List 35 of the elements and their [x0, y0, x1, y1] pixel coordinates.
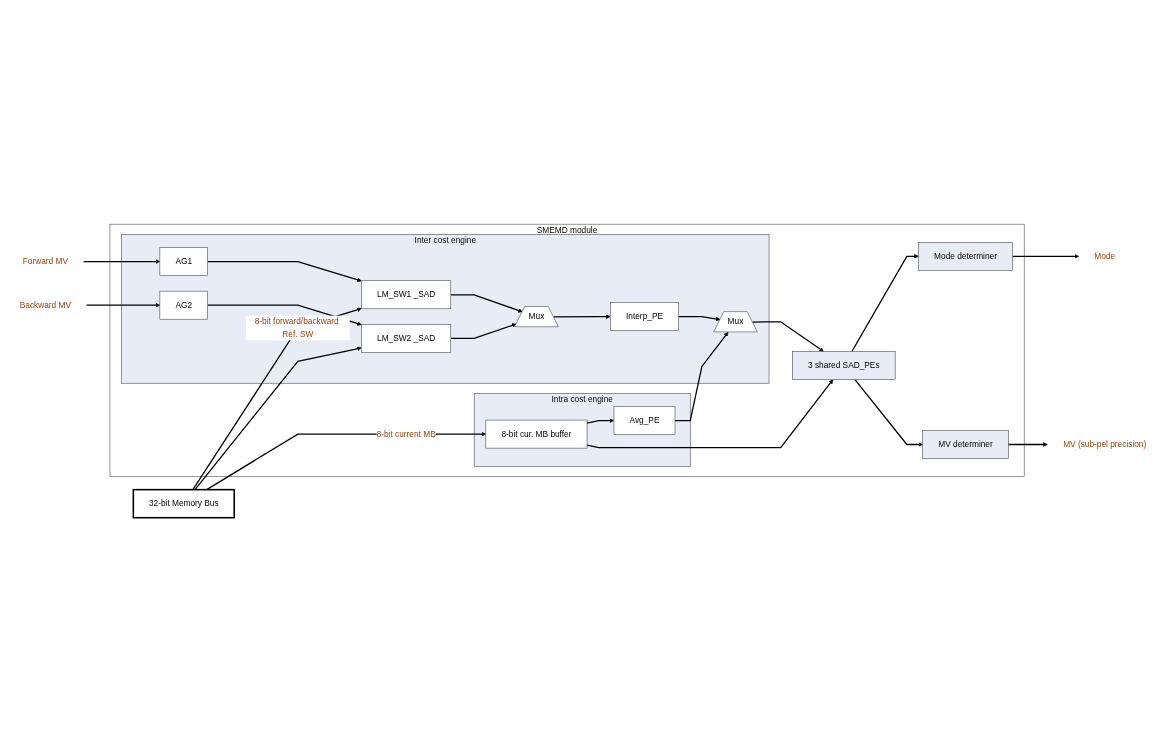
node-box: LM_SW1 _SAD [361, 280, 452, 310]
arrow [674, 332, 729, 422]
arrow [450, 294, 523, 313]
node-box: MV determiner [922, 430, 1009, 459]
arrow [207, 260, 362, 283]
node-box: Interp_PE [610, 302, 679, 331]
arrow [552, 314, 611, 319]
edge-label: 8-bit current MB [376, 429, 436, 439]
node-text: Mode [1094, 251, 1116, 261]
node-text: Forward MV [22, 256, 68, 266]
node-box: 3 shared SAD_PEs [792, 351, 896, 380]
node-box: LM_SW2 _SAD [361, 324, 452, 353]
arrow [586, 418, 615, 424]
arrow [194, 346, 362, 491]
arrow [1007, 442, 1048, 447]
node-box: 8-bit cur. MB buffer [485, 419, 588, 449]
arrow [751, 321, 824, 352]
arrow [677, 316, 721, 322]
node-box: Mode determiner [918, 242, 1013, 271]
node-text: MV (sub-pel precision) [1063, 439, 1147, 449]
arrow [1011, 254, 1079, 259]
arrow [85, 302, 161, 308]
arrow [82, 259, 161, 264]
node-text: Backward MV [19, 300, 72, 310]
node-box: AG2 [159, 290, 208, 320]
arrow [192, 307, 362, 491]
node-box: AG1 [159, 247, 208, 276]
arrow [450, 323, 517, 340]
arrow [854, 379, 923, 447]
arrow [851, 254, 919, 353]
edge-label: 8-bit forward/backward Ref. SW [254, 317, 339, 339]
node-box: Avg_PE [613, 406, 676, 435]
node-box: 32-bit Memory Bus [132, 488, 235, 519]
arrow [207, 304, 362, 326]
arrow [586, 379, 834, 449]
